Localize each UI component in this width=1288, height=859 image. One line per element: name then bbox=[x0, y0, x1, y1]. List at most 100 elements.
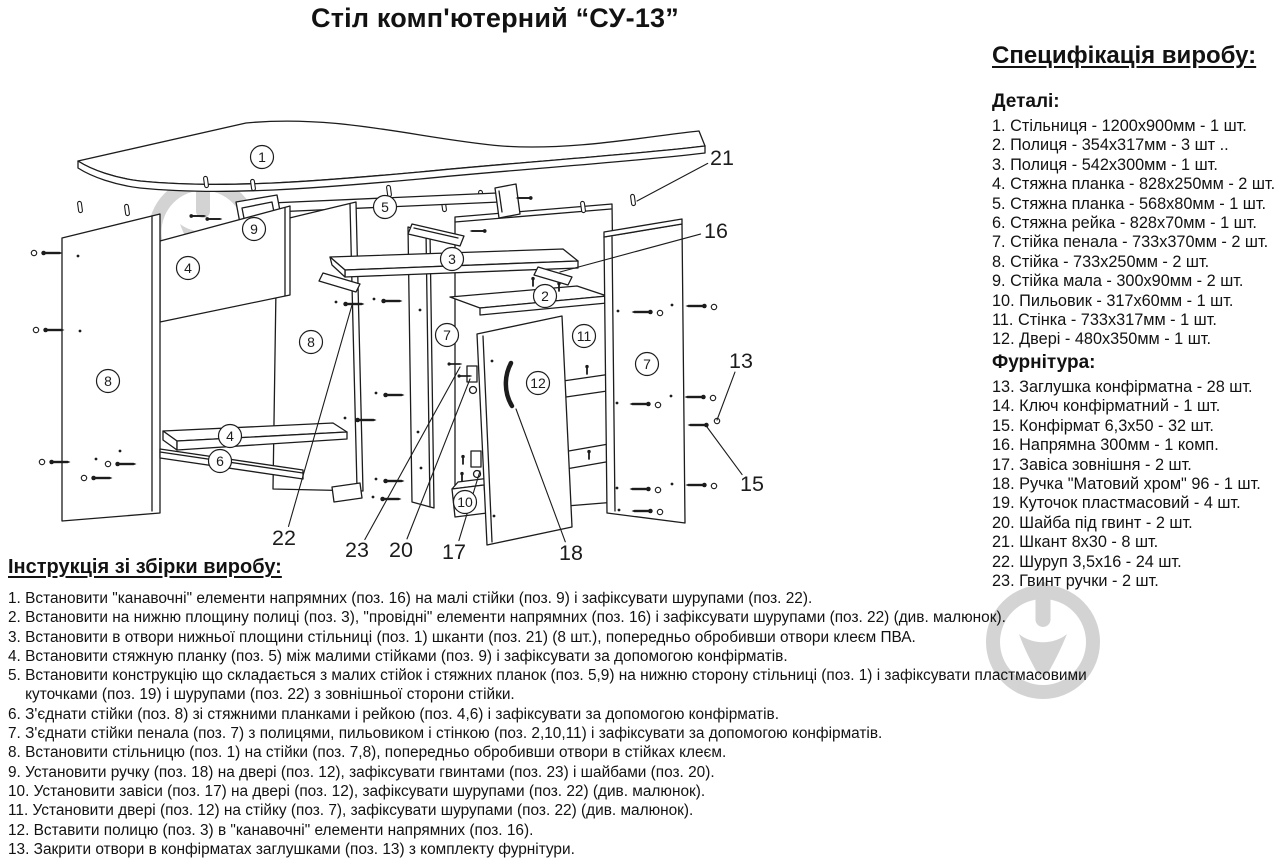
svg-text:6: 6 bbox=[216, 453, 224, 469]
part-label-21: 21 bbox=[636, 146, 734, 202]
part-callout-5: 5 bbox=[372, 194, 398, 220]
instruction-step: 5. Встановити конструкцію що складається… bbox=[8, 667, 1087, 704]
details-list: 1. Стільниця - 1200х900мм - 1 шт.2. Поли… bbox=[992, 117, 1288, 350]
svg-text:23: 23 bbox=[345, 538, 369, 560]
furniture-item: 20. Шайба під гвинт - 2 шт. bbox=[992, 513, 1193, 532]
detail-item: 11. Стінка - 733х317мм - 1 шт. bbox=[992, 311, 1217, 330]
page-title: Стіл комп'ютерний “СУ-13” bbox=[311, 3, 679, 33]
svg-text:20: 20 bbox=[389, 538, 413, 560]
svg-text:11: 11 bbox=[577, 328, 592, 344]
part-callout-7: 7 bbox=[434, 322, 460, 348]
part-callout-12: 12 bbox=[525, 370, 551, 396]
part-callout-10: 10 bbox=[452, 489, 478, 515]
instruction-step: 9. Установити ручку (поз. 18) на двері (… bbox=[8, 763, 715, 781]
furniture-item: 14. Ключ конфірматний - 1 шт. bbox=[992, 397, 1221, 416]
svg-text:9: 9 bbox=[250, 221, 258, 237]
svg-text:22: 22 bbox=[272, 526, 296, 550]
svg-text:4: 4 bbox=[184, 260, 192, 276]
svg-text:16: 16 bbox=[704, 219, 728, 243]
part-callout-1: 1 bbox=[249, 144, 275, 170]
part-callout-3: 3 bbox=[439, 246, 465, 272]
instruction-step: 8. Встановити стільницю (поз. 1) на стій… bbox=[8, 744, 727, 762]
detail-item: 3. Полиця - 542х300мм - 1 шт. bbox=[992, 155, 1218, 174]
part-callout-8: 8 bbox=[298, 329, 324, 355]
instruction-step: 4. Встановити стяжную планку (поз. 5) мі… bbox=[8, 647, 788, 665]
detail-item: 7. Стійка пенала - 733х370мм - 2 шт. bbox=[992, 233, 1269, 252]
instruction-step: 6. З'єднати стійки (поз. 8) зі стяжними … bbox=[8, 705, 779, 723]
detail-item: 5. Стяжна планка - 568х80мм - 1 шт. bbox=[992, 194, 1267, 213]
furniture-item: 23. Гвинт ручки - 2 шт. bbox=[992, 571, 1159, 590]
instruction-step: 3. Встановити в отвори нижньої площини с… bbox=[8, 628, 916, 646]
instruction-steps: 1. Встановити "канавочні" елементи напря… bbox=[8, 589, 1286, 859]
svg-text:3: 3 bbox=[448, 251, 456, 267]
part-label-23: 23 bbox=[345, 366, 461, 560]
svg-text:2: 2 bbox=[541, 288, 549, 304]
svg-text:1: 1 bbox=[258, 149, 266, 165]
detail-item: 6. Стяжна рейка - 828х70мм - 1 шт. bbox=[992, 214, 1257, 233]
part-label-20: 20 bbox=[389, 378, 471, 560]
instruction-step: 7. З'єднати стійки пенала (поз. 7) з пол… bbox=[8, 725, 883, 743]
part-callout-6: 6 bbox=[207, 448, 233, 474]
detail-item: 10. Пильовик - 317х60мм - 1 шт. bbox=[992, 291, 1234, 310]
furniture-item: 18. Ручка "Матовий хром" 96 - 1 шт. bbox=[992, 474, 1261, 493]
door-handle-18 bbox=[503, 360, 515, 409]
instruction-step: 11. Установити двері (поз. 12) на стійку… bbox=[8, 802, 694, 820]
instruction-step: 12. Вставити полицю (поз. 3) в "канавочн… bbox=[8, 821, 534, 839]
svg-text:15: 15 bbox=[740, 472, 764, 496]
furniture-item: 22. Шуруп 3,5х16 - 24 шт. bbox=[992, 552, 1182, 571]
svg-text:17: 17 bbox=[442, 540, 466, 560]
furniture-list: 13. Заглушка конфірматна - 28 шт.14. Клю… bbox=[992, 378, 1288, 591]
part-callout-8: 8 bbox=[95, 368, 121, 394]
part-stand-8a bbox=[61, 213, 161, 522]
furniture-item: 17. Завіса зовнішня - 2 шт. bbox=[992, 455, 1192, 474]
svg-text:8: 8 bbox=[104, 373, 112, 389]
svg-text:18: 18 bbox=[559, 541, 583, 560]
detail-item: 4. Стяжна планка - 828х250мм - 2 шт. bbox=[992, 175, 1276, 194]
svg-text:21: 21 bbox=[710, 146, 734, 170]
furniture-item: 19. Куточок пластмасовий - 4 шт. bbox=[992, 494, 1241, 513]
svg-text:7: 7 bbox=[643, 356, 651, 372]
part-label-13: 13 bbox=[716, 349, 753, 421]
furniture-item: 16. Напрямна 300мм - 1 комп. bbox=[992, 436, 1219, 455]
instructions-heading: Інструкція зі збірки виробу: bbox=[8, 556, 282, 578]
part-hinges-17 bbox=[447, 361, 482, 483]
svg-text:5: 5 bbox=[381, 199, 389, 215]
instruction-step: 1. Встановити "канавочні" елементи напря… bbox=[8, 590, 813, 607]
svg-text:7: 7 bbox=[443, 327, 451, 343]
specification-heading: Специфікація виробу: bbox=[992, 42, 1257, 69]
detail-item: 9. Стійка мала - 300х90мм - 2 шт. bbox=[992, 272, 1244, 291]
svg-text:10: 10 bbox=[457, 494, 473, 510]
part-callout-7: 7 bbox=[634, 351, 660, 377]
part-callout-4: 4 bbox=[175, 255, 201, 281]
part-plank-4b-rail-6 bbox=[159, 422, 348, 480]
part-label-22: 22 bbox=[272, 304, 353, 550]
detail-item: 1. Стільниця - 1200х900мм - 1 шт. bbox=[992, 117, 1247, 135]
part-callout-4: 4 bbox=[217, 423, 243, 449]
part-desk-top-1 bbox=[77, 120, 706, 193]
details-heading: Деталі: bbox=[992, 91, 1060, 112]
furniture-heading: Фурнітура: bbox=[992, 351, 1096, 373]
watermark-logo bbox=[986, 582, 1100, 699]
part-callout-9: 9 bbox=[241, 216, 267, 242]
furniture-item: 15. Конфірмат 6,3х50 - 32 шт. bbox=[992, 416, 1214, 435]
svg-text:13: 13 bbox=[729, 349, 753, 373]
specification-panel: Специфікація виробу: Деталі: 1. Стільниц… bbox=[992, 42, 1288, 591]
instruction-step: 13. Закрити отвори в конфірматах заглушк… bbox=[8, 840, 575, 858]
part-label-16: 16 bbox=[559, 219, 728, 273]
instruction-step: 10. Установити завіси (поз. 17) на двері… bbox=[8, 782, 706, 800]
svg-text:4: 4 bbox=[226, 428, 234, 444]
svg-text:8: 8 bbox=[307, 334, 315, 350]
detail-item: 2. Полиця - 354х317мм - 3 шт .. bbox=[992, 136, 1229, 155]
assembly-instructions: Інструкція зі збірки виробу: 1. Встанови… bbox=[8, 556, 1286, 859]
detail-item: 8. Стійка - 733х250мм - 2 шт. bbox=[992, 252, 1210, 271]
furniture-item: 13. Заглушка конфірматна - 28 шт. bbox=[992, 377, 1253, 396]
instruction-step: 2. Встановити на нижню площину полиці (п… bbox=[8, 609, 1006, 627]
detail-item: 12. Двері - 480х350мм - 1 шт. bbox=[992, 330, 1211, 349]
part-label-18: 18 bbox=[515, 408, 583, 560]
furniture-item: 21. Шкант 8х30 - 8 шт. bbox=[992, 533, 1159, 552]
svg-text:12: 12 bbox=[530, 375, 546, 391]
